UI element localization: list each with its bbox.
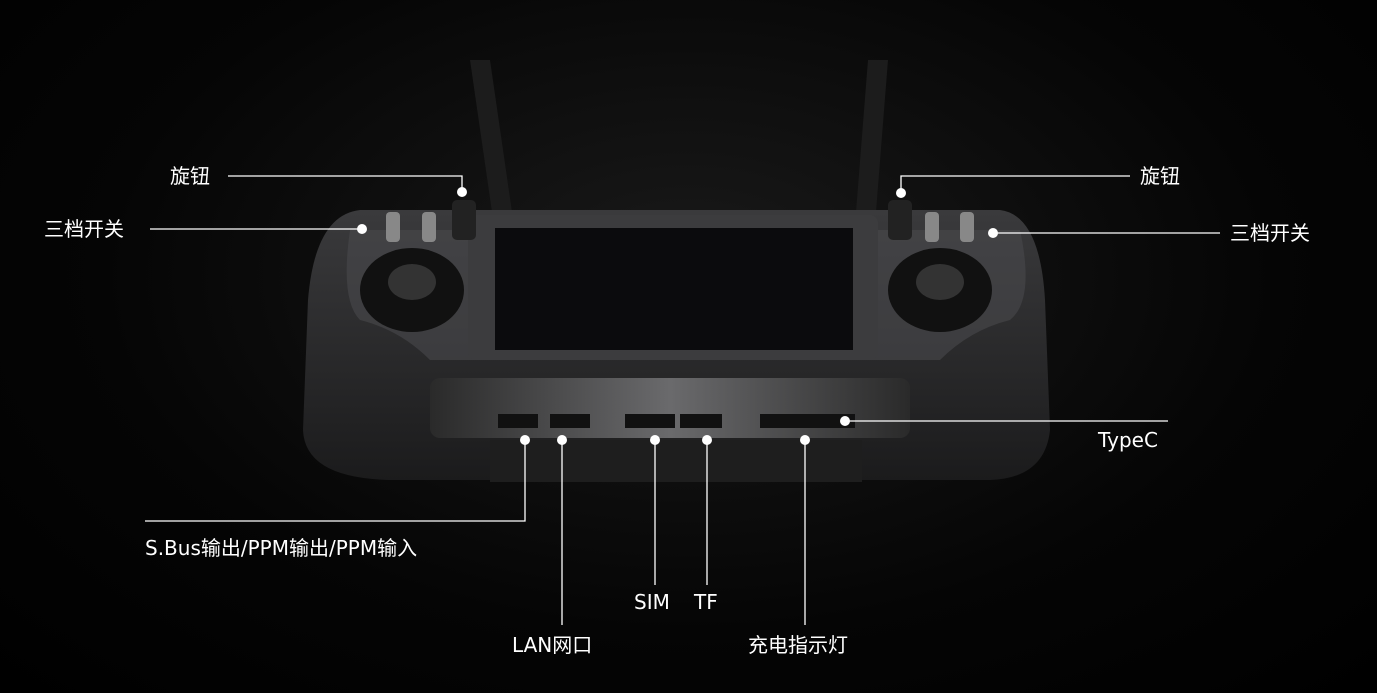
label-switch-right: 三档开关 — [1230, 221, 1310, 245]
port-tf — [680, 414, 722, 428]
port-bar — [430, 378, 910, 438]
port-sbus — [498, 414, 538, 428]
port-typec — [760, 414, 855, 428]
label-knob-right: 旋钮 — [1140, 164, 1180, 188]
label-tf: TF — [694, 590, 718, 614]
antenna-left — [470, 60, 512, 212]
screen — [495, 228, 853, 350]
callout-dots — [357, 187, 998, 445]
leader-lines — [145, 175, 1220, 625]
port-sim — [625, 414, 675, 428]
label-knob-left: 旋钮 — [170, 164, 210, 188]
label-lan: LAN网口 — [512, 633, 593, 657]
label-charge-indicator: 充电指示灯 — [748, 633, 848, 657]
antenna-right — [856, 60, 888, 212]
label-sim: SIM — [634, 590, 670, 614]
label-sbus: S.Bus输出/PPM输出/PPM输入 — [145, 536, 418, 560]
label-typec: TypeC — [1098, 428, 1158, 452]
label-switch-left: 三档开关 — [44, 217, 124, 241]
port-lan — [550, 414, 590, 428]
